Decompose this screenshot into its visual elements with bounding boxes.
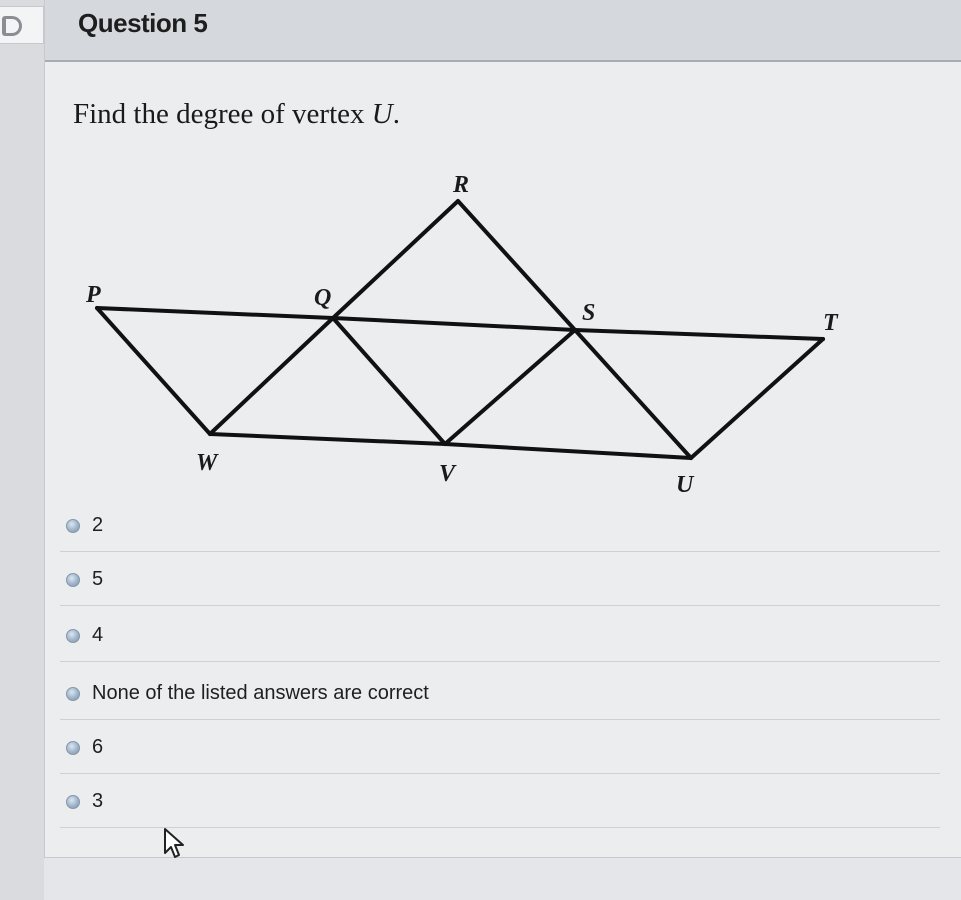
answer-option-label: 2 <box>92 514 104 536</box>
question-card: Question 5 Find the degree of vertex U. … <box>44 0 961 858</box>
vertex-label-p: P <box>85 282 101 308</box>
edge-q-s <box>331 316 577 332</box>
answer-option[interactable]: 2 <box>60 500 940 552</box>
edge-w-q <box>208 316 335 436</box>
prompt-vertex: U <box>371 98 393 130</box>
vertex-label-v: V <box>439 461 457 487</box>
edge-p-q <box>95 306 335 320</box>
graph-edges <box>95 199 825 460</box>
radio-button[interactable] <box>66 794 80 809</box>
question-status-icon <box>2 16 22 36</box>
edge-u-t <box>689 337 825 460</box>
vertex-label-t: T <box>823 310 839 336</box>
mouse-pointer-icon <box>164 828 184 858</box>
question-prompt: Find the degree of vertex U. <box>73 98 400 131</box>
radio-button[interactable] <box>66 740 80 755</box>
radio-button[interactable] <box>66 518 80 533</box>
answer-option[interactable]: 6 <box>60 722 940 774</box>
answer-option[interactable]: 3 <box>60 776 940 828</box>
edge-w-v <box>208 432 447 446</box>
answer-option[interactable]: 5 <box>60 554 940 606</box>
answer-option-label: None of the listed answers are correct <box>92 682 429 704</box>
answer-option-label: 5 <box>92 568 104 590</box>
vertex-label-s: S <box>582 300 595 326</box>
question-header: Question 5 <box>45 0 961 62</box>
answer-option[interactable]: 4 <box>60 610 940 662</box>
edge-q-v <box>331 316 447 446</box>
vertex-label-u: U <box>676 472 695 498</box>
edge-p-w <box>95 306 212 436</box>
answer-option[interactable]: None of the listed answers are correct <box>60 668 940 720</box>
edge-v-u <box>443 442 693 460</box>
graph-figure: P Q R S T W V U <box>85 172 839 498</box>
question-title: Question 5 <box>78 8 208 38</box>
radio-button[interactable] <box>66 572 80 587</box>
vertex-label-w: W <box>196 450 219 476</box>
vertex-label-r: R <box>452 172 469 198</box>
prompt-text: Find the degree of vertex <box>73 98 372 130</box>
edge-s-t <box>573 328 825 341</box>
radio-button[interactable] <box>66 628 80 643</box>
vertex-label-q: Q <box>314 285 331 311</box>
question-status-tab[interactable] <box>0 6 44 44</box>
radio-button[interactable] <box>66 686 80 701</box>
edge-q-r <box>331 199 460 320</box>
edge-s-u <box>573 328 693 460</box>
answer-option-label: 3 <box>92 790 104 812</box>
prompt-end: . <box>392 98 400 130</box>
edge-r-s <box>456 199 577 332</box>
answer-option-label: 6 <box>92 736 104 758</box>
edge-v-s <box>443 328 577 446</box>
left-sidebar <box>0 0 44 900</box>
answer-option-label: 4 <box>92 624 104 646</box>
